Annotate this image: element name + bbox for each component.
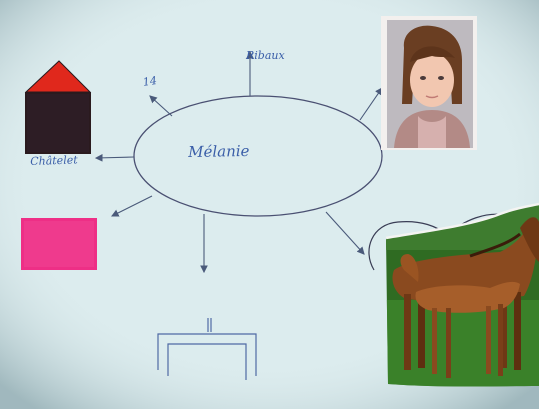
arrow-down-right xyxy=(325,211,365,255)
arrow-up-left xyxy=(149,95,173,117)
table-sketch xyxy=(157,318,257,380)
branch-arrows xyxy=(94,50,383,274)
arrow-up-right xyxy=(359,87,383,121)
center-label: Mélanie xyxy=(188,141,250,161)
branch-label-left: Châtelet xyxy=(30,153,78,168)
pink-rectangle xyxy=(21,218,97,270)
branch-label-top: Ribaux xyxy=(246,49,285,62)
arrow-left xyxy=(94,153,135,162)
portrait-photo xyxy=(381,16,477,150)
horse-photo-edge xyxy=(385,202,539,240)
center-ellipse xyxy=(133,95,383,217)
arrow-down-left xyxy=(111,195,153,217)
house-icon xyxy=(24,60,92,154)
branch-label-top-left: 14 xyxy=(142,74,158,89)
